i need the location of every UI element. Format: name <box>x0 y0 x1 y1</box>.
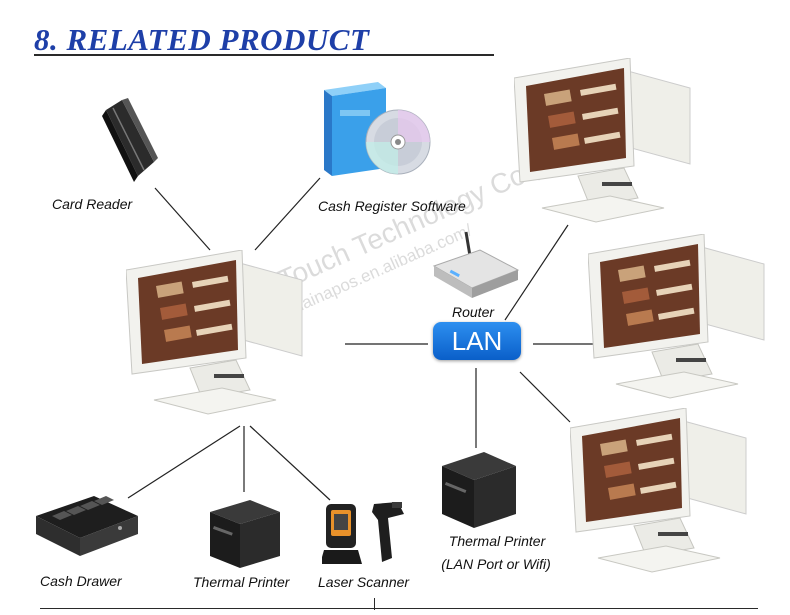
networked-pos-terminal-icon <box>514 58 691 223</box>
software-label: Cash Register Software <box>318 198 466 214</box>
cash-drawer-label: Cash Drawer <box>40 573 122 589</box>
link-lan-pos3 <box>519 371 571 423</box>
software-box-icon <box>324 82 431 176</box>
bottom-divider <box>40 608 758 609</box>
lan-thermal-printer-icon <box>442 452 516 528</box>
link-lan-pos1 <box>504 224 569 321</box>
link-software <box>254 177 321 251</box>
title-underline <box>34 54 494 56</box>
thermal-printer-label: Thermal Printer <box>193 574 290 590</box>
cash-drawer-icon <box>36 496 138 556</box>
link-cash-drawer <box>127 425 241 499</box>
router-label: Router <box>452 304 495 320</box>
networked-pos-terminal-icon <box>570 408 747 573</box>
lan-printer-label-line1: Thermal Printer <box>448 533 546 549</box>
laser-scanner-icon <box>322 502 404 564</box>
link-laser-scanner <box>249 425 331 501</box>
link-card-reader <box>154 187 211 251</box>
main-pos-terminal-icon <box>126 250 303 415</box>
thermal-printer-icon <box>210 500 280 568</box>
bottom-divider-tick <box>374 598 375 610</box>
card-reader-label: Card Reader <box>52 196 133 212</box>
router-icon <box>432 231 520 298</box>
page-title: 8. RELATED PRODUCT <box>34 22 370 57</box>
networked-pos-terminal-icon <box>588 234 765 399</box>
lan-printer-label-line2: (LAN Port or Wifi) <box>441 556 551 572</box>
lan-hub-badge: LAN <box>433 322 521 360</box>
card-reader-icon <box>102 98 158 182</box>
laser-scanner-label: Laser Scanner <box>318 574 410 590</box>
